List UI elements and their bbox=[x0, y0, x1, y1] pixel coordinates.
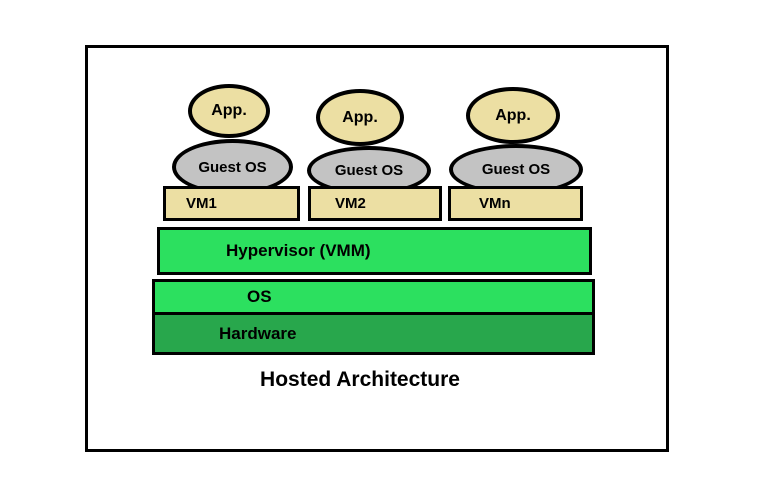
hardware-label: Hardware bbox=[219, 323, 297, 343]
app-label-1: App. bbox=[211, 102, 247, 119]
guest-os-label-1: Guest OS bbox=[198, 158, 267, 176]
app-ellipse-1: App. bbox=[188, 84, 270, 138]
vm-box-1: VM1 bbox=[163, 186, 300, 221]
guest-os-label-2: Guest OS bbox=[334, 162, 404, 179]
os-layer: OS bbox=[152, 279, 595, 315]
app-ellipse-3: App. bbox=[466, 87, 560, 144]
vm-label-1: VM1 bbox=[186, 195, 217, 212]
vm-box-2: VM2 bbox=[308, 186, 442, 221]
guest-os-label-3: Guest OS bbox=[481, 161, 551, 178]
app-ellipse-2: App. bbox=[316, 89, 404, 146]
os-label: OS bbox=[247, 287, 272, 306]
diagram-title: Hosted Architecture bbox=[260, 368, 460, 391]
vm-box-n: VMn bbox=[448, 186, 583, 221]
guest-os-ellipse-1: Guest OS bbox=[172, 139, 293, 195]
app-label-3: App. bbox=[495, 106, 531, 124]
hardware-layer: Hardware bbox=[152, 312, 595, 355]
hypervisor-layer: Hypervisor (VMM) bbox=[157, 227, 592, 275]
vm-label-n: VMn bbox=[479, 195, 511, 212]
app-label-2: App. bbox=[342, 108, 378, 126]
hypervisor-label: Hypervisor (VMM) bbox=[226, 241, 371, 260]
vm-label-2: VM2 bbox=[335, 195, 366, 212]
